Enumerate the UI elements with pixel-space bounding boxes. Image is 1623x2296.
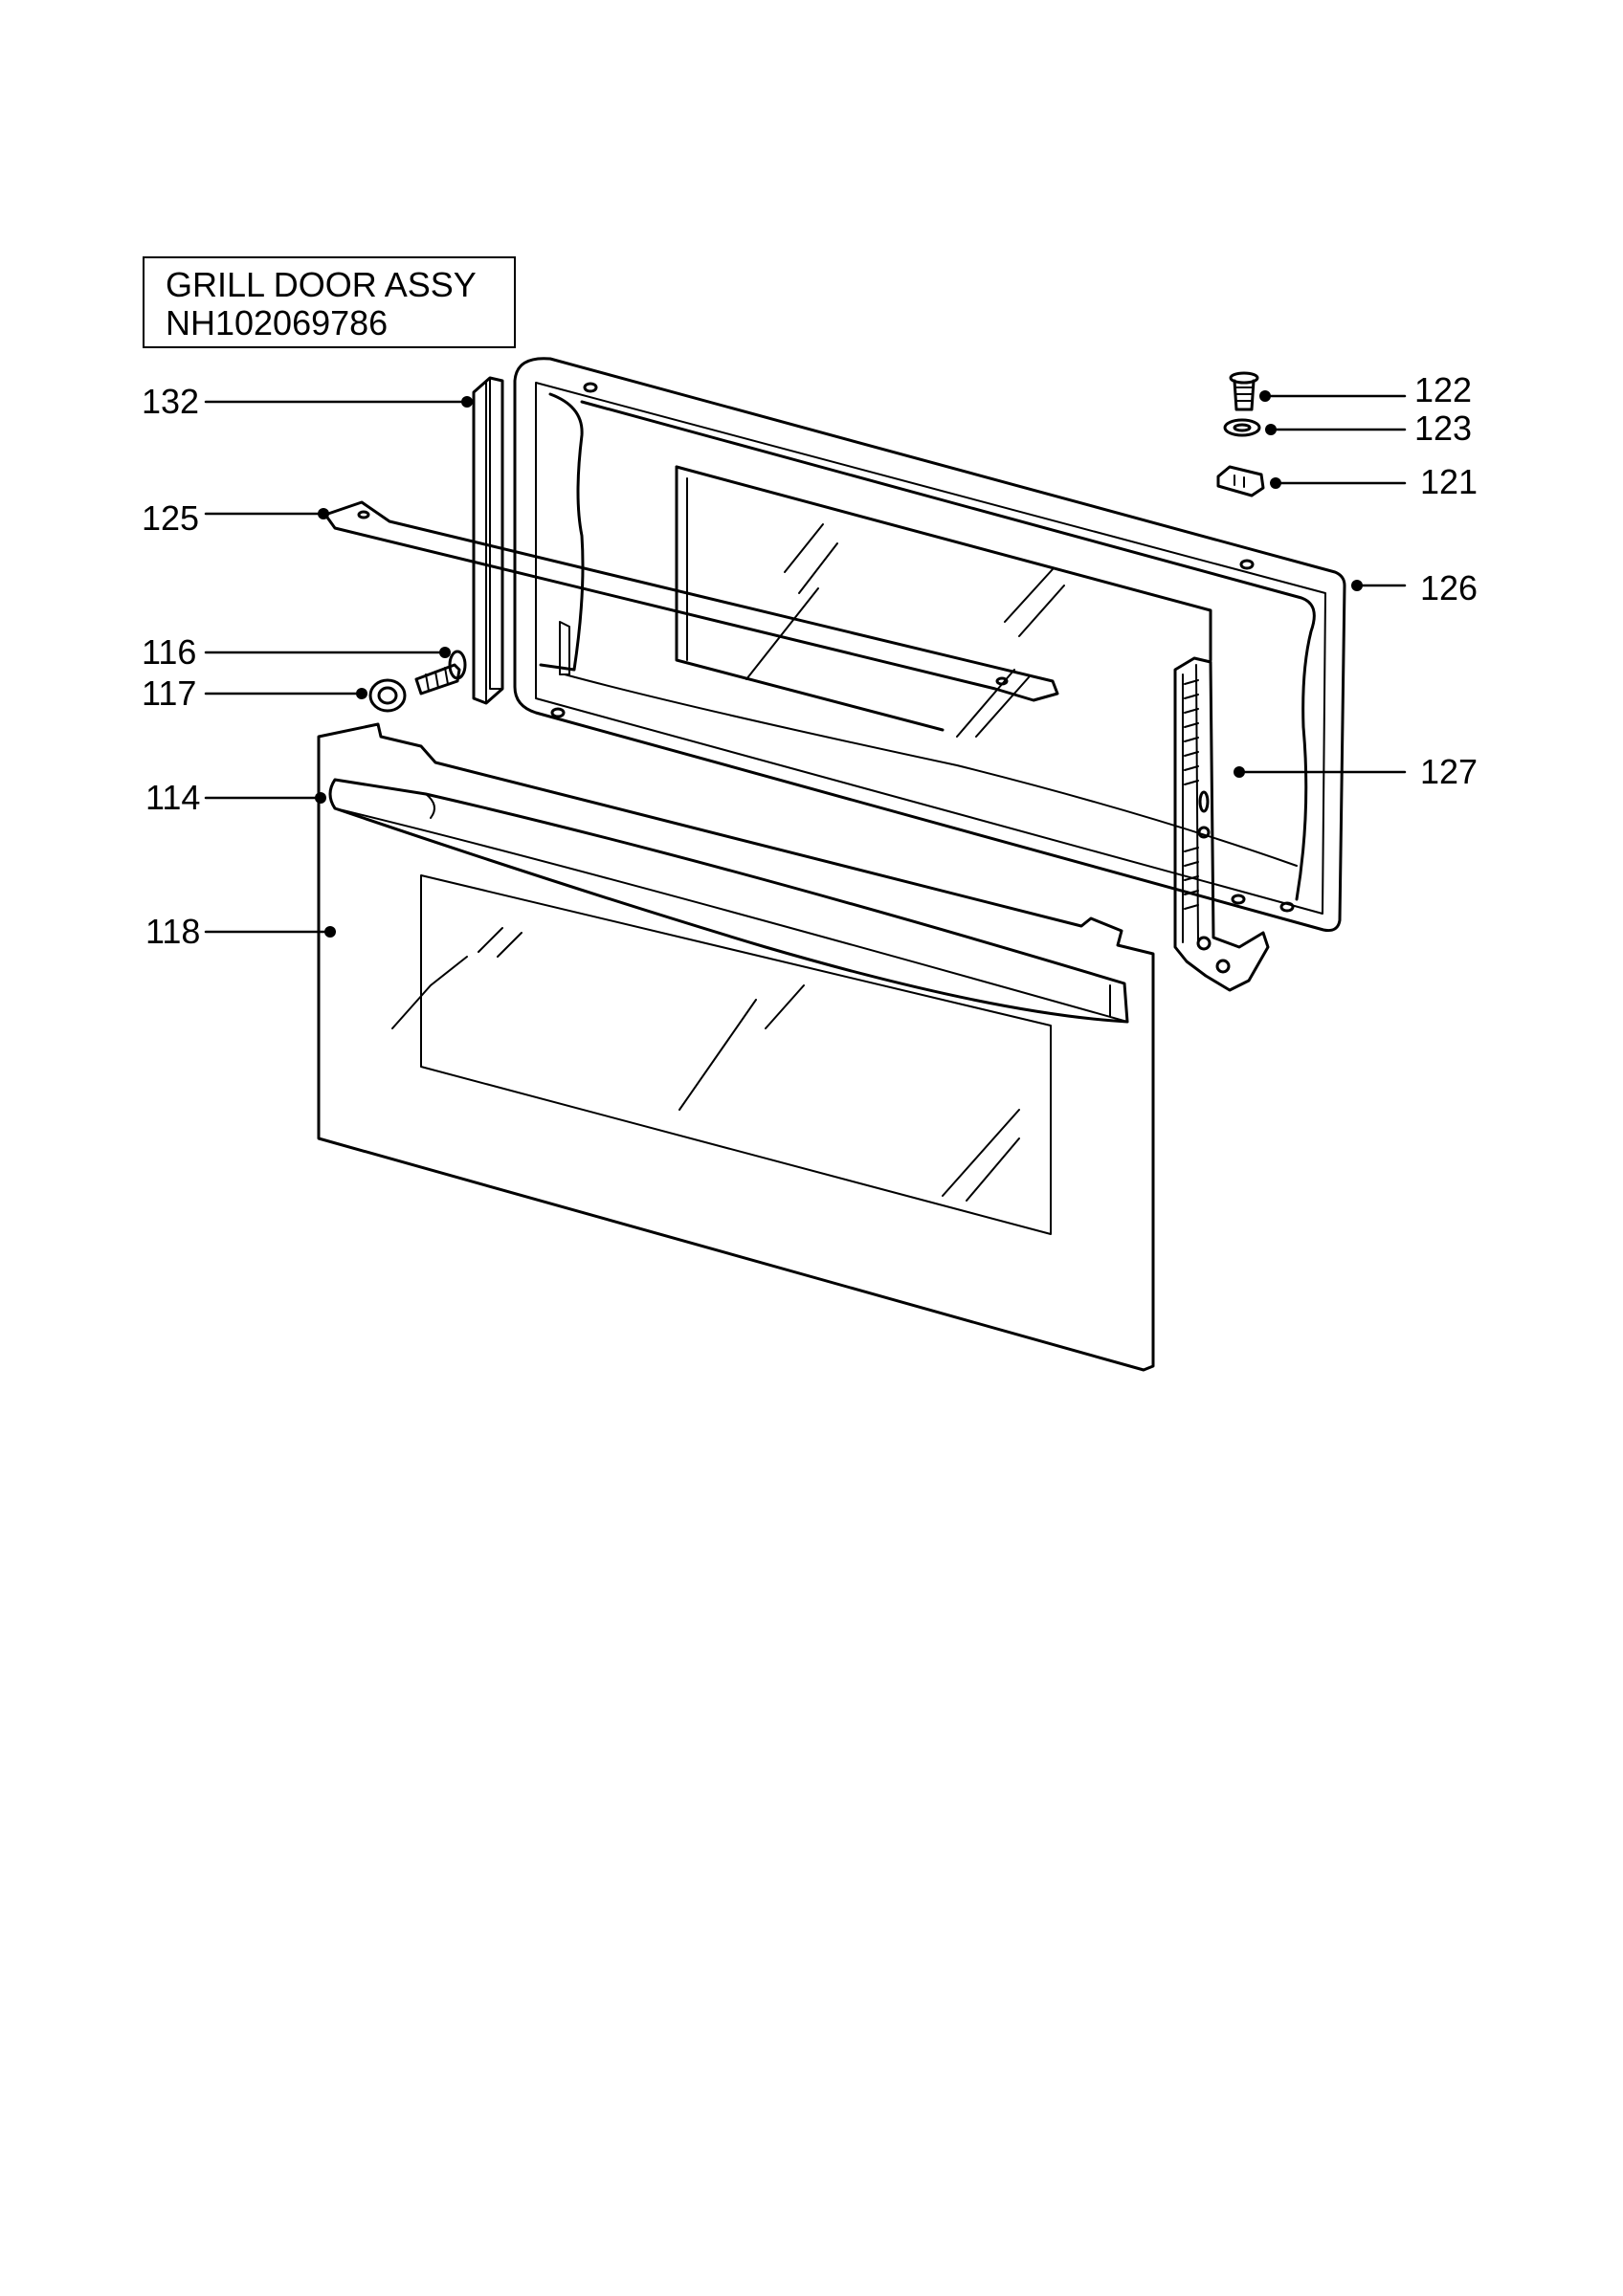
callout-122: 122 (1414, 370, 1473, 409)
callout-116: 116 (142, 632, 197, 672)
outer-door-panel-part-118 (317, 722, 1155, 1372)
callout-132: 132 (142, 382, 200, 421)
title-line-1: GRILL DOOR ASSY (166, 265, 477, 304)
callout-125: 125 (142, 498, 200, 538)
side-seal-strip-part-132 (472, 376, 504, 705)
inner-door-frame-part-126 (513, 357, 1346, 932)
hinge-part-127 (1173, 656, 1270, 992)
callout-121: 121 (1420, 462, 1478, 501)
callout-118: 118 (145, 912, 201, 951)
callout-126: 126 (1420, 568, 1478, 607)
retaining-bar-part-125 (323, 500, 1059, 702)
leader-lines (204, 394, 1407, 934)
callout-117: 117 (142, 673, 197, 713)
clip-part-121 (1216, 465, 1265, 497)
washer-part-123 (1223, 418, 1261, 437)
title-line-2: NH102069786 (166, 303, 389, 342)
title-box: GRILL DOOR ASSY NH102069786 (143, 256, 516, 348)
callout-123: 123 (1414, 408, 1473, 448)
callout-127: 127 (1420, 752, 1478, 791)
door-handle-part-114 (328, 778, 1129, 1024)
callout-dots (315, 390, 1363, 938)
screw-part-122 (1229, 371, 1259, 411)
callout-114: 114 (145, 778, 201, 817)
screw-part-116 (414, 650, 467, 695)
bush-part-117 (368, 678, 407, 713)
